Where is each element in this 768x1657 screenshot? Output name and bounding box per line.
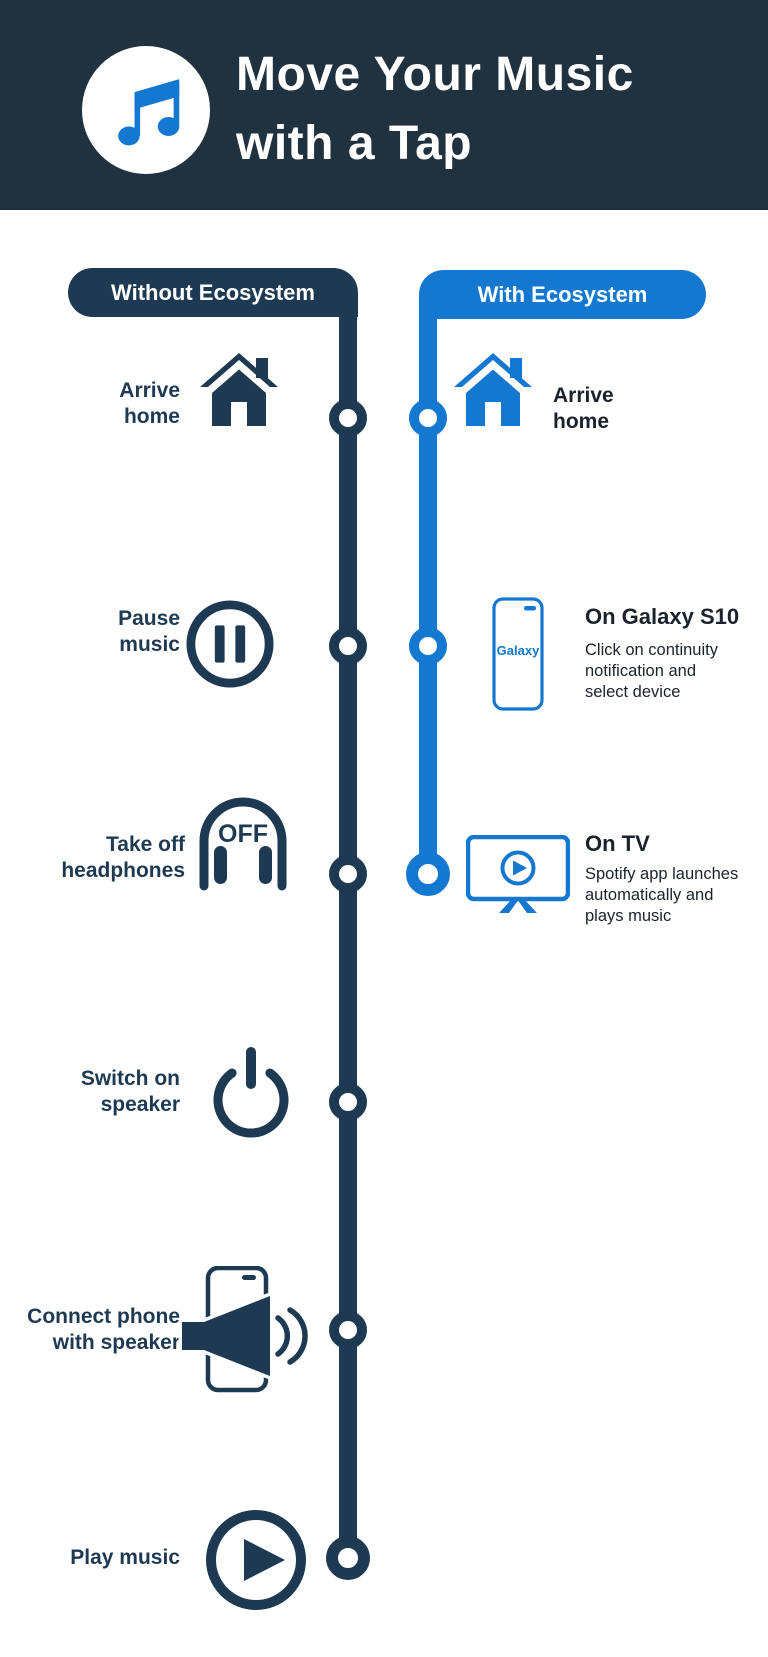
with-ecosystem-pill: With Ecosystem bbox=[419, 270, 706, 319]
without-ecosystem-pill: Without Ecosystem bbox=[68, 268, 358, 317]
timeline-node-dark-6 bbox=[326, 1536, 370, 1580]
right-step-title-tv: On TV bbox=[585, 831, 650, 856]
left-step-label-take-off-headphones: Take off headphones bbox=[61, 833, 185, 882]
without-timeline-line bbox=[339, 292, 357, 1558]
header: Move Your Music with a Tap bbox=[0, 0, 768, 210]
tv-play-icon bbox=[466, 835, 570, 913]
headphones-off-text: OFF bbox=[218, 820, 268, 848]
timeline-node-dark-1 bbox=[329, 399, 367, 437]
music-note-badge bbox=[82, 46, 210, 174]
with-timeline-line bbox=[419, 294, 437, 874]
timeline-node-blue-2 bbox=[409, 627, 447, 665]
page-title: Move Your Music with a Tap bbox=[236, 40, 634, 178]
home-icon bbox=[454, 353, 532, 426]
timeline-node-blue-3 bbox=[406, 852, 450, 896]
pause-circle-icon bbox=[186, 600, 274, 688]
home-icon bbox=[200, 353, 278, 426]
timeline-node-dark-5 bbox=[329, 1311, 367, 1349]
left-step-label-connect-phone: Connect phone with speaker bbox=[27, 1305, 180, 1354]
play-circle-icon bbox=[206, 1510, 306, 1610]
galaxy-phone-icon: Galaxy bbox=[492, 597, 544, 711]
right-step-desc-galaxy: Click on continuity notification and sel… bbox=[585, 641, 718, 701]
timeline-node-dark-3 bbox=[329, 855, 367, 893]
right-step-label-arrive-home: Arrive home bbox=[553, 384, 614, 433]
galaxy-phone-label: Galaxy bbox=[497, 643, 540, 658]
timeline-node-dark-4 bbox=[329, 1083, 367, 1121]
right-step-desc-tv: Spotify app launches automatically and p… bbox=[585, 865, 739, 925]
power-icon bbox=[213, 1047, 289, 1138]
title-line-2: with a Tap bbox=[236, 117, 473, 170]
timeline-node-dark-2 bbox=[329, 627, 367, 665]
left-step-label-pause-music: Pause music bbox=[118, 607, 180, 656]
timeline-node-blue-1 bbox=[409, 399, 447, 437]
right-step-title-galaxy: On Galaxy S10 bbox=[585, 604, 740, 629]
left-step-label-switch-on-speaker: Switch on speaker bbox=[80, 1067, 180, 1116]
title-line-1: Move Your Music bbox=[236, 48, 634, 101]
left-step-label-play-music: Play music bbox=[70, 1546, 180, 1569]
phone-speaker-icon bbox=[178, 1266, 308, 1393]
music-note-icon bbox=[118, 79, 180, 146]
headphones-off-icon: OFF bbox=[199, 797, 287, 891]
left-step-label-arrive-home: Arrive home bbox=[119, 379, 180, 428]
